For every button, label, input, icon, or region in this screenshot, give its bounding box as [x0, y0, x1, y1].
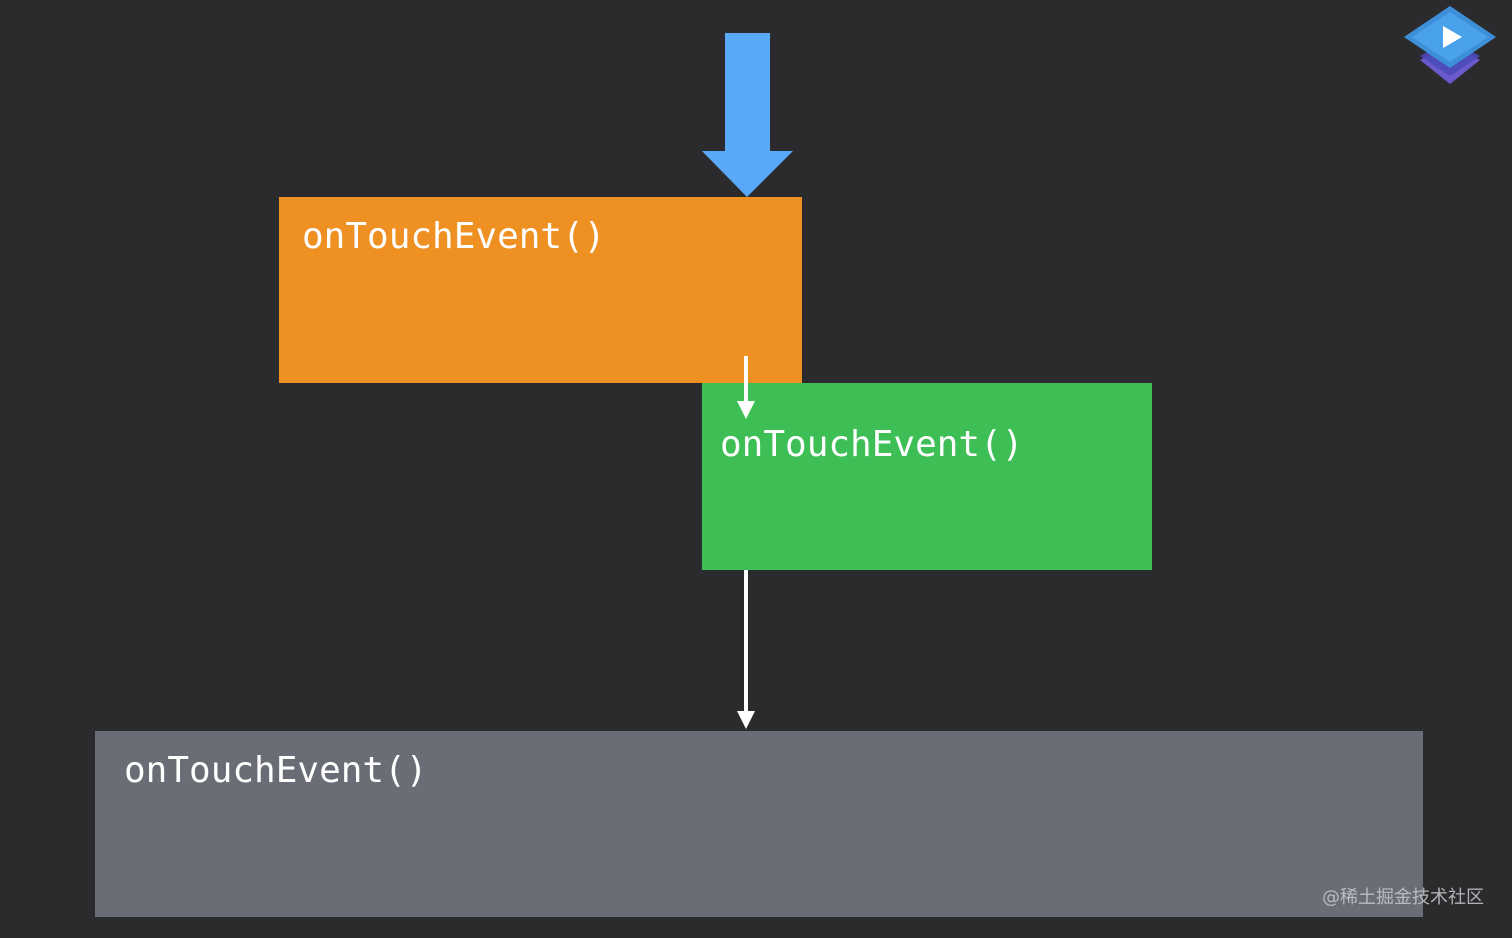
watermark-text: @稀土掘金技术社区 [1322, 887, 1484, 908]
entry-arrow [702, 33, 793, 197]
green-view-box: onTouchEvent() [702, 383, 1152, 570]
green-box-label: onTouchEvent() [720, 424, 1024, 465]
play-graduation-cap-icon [1404, 6, 1496, 84]
arrow-green-to-gray [737, 570, 755, 729]
orange-box-label: onTouchEvent() [302, 216, 606, 257]
gray-view-box: onTouchEvent() [95, 731, 1423, 917]
orange-view-box: onTouchEvent() [279, 197, 802, 383]
gray-box-label: onTouchEvent() [124, 750, 428, 791]
